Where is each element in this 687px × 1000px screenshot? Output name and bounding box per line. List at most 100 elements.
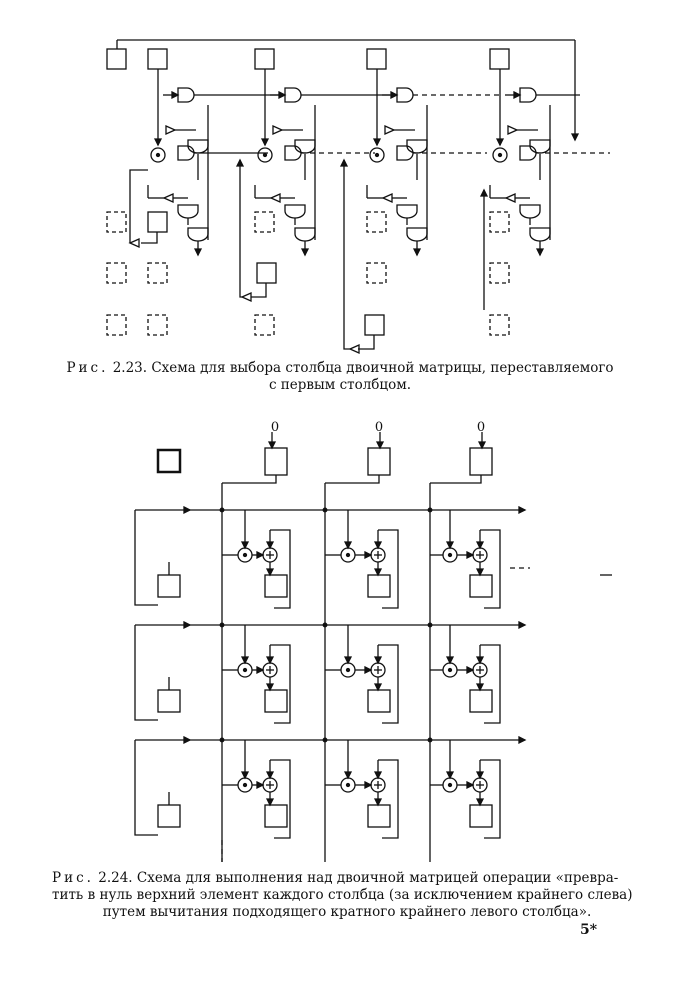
amplifier-triangle-icon (504, 192, 516, 204)
multiply-node-icon (150, 147, 166, 163)
multiply-node-icon (492, 147, 508, 163)
and-gate-icon (284, 204, 306, 219)
and-gate-icon (396, 87, 414, 103)
arrow-head-icon (475, 568, 485, 577)
register-box (469, 447, 493, 476)
wire (134, 510, 158, 606)
arrow-head-icon (265, 798, 275, 807)
register-box (147, 48, 168, 70)
arrow-head-icon (535, 248, 545, 257)
empty-register-box (489, 211, 510, 233)
register-box (157, 804, 181, 828)
wire (141, 232, 158, 244)
arrow-head-icon (343, 541, 353, 550)
and-gate-icon (177, 87, 195, 103)
empty-register-box (366, 262, 387, 284)
wire (480, 644, 501, 724)
and-gate-icon (519, 145, 537, 161)
figure-label: Рис. (66, 360, 109, 376)
empty-register-box (106, 211, 127, 233)
wire (378, 759, 399, 839)
arrow-head-icon (495, 138, 505, 147)
arrow-head-icon (373, 541, 383, 550)
input-zero-label: 0 (271, 420, 279, 435)
wire (239, 160, 242, 298)
and-gate-icon (396, 204, 418, 219)
dot-icon (345, 667, 351, 673)
arrow-head-icon (390, 90, 399, 100)
amplifier-triangle-icon (272, 124, 284, 136)
arrow-head-icon (375, 441, 385, 450)
arrow-head-icon (265, 771, 275, 780)
arrow-head-icon (260, 138, 270, 147)
arrow-head-icon (183, 505, 192, 515)
register-box (367, 574, 391, 598)
arrow-head-icon (373, 771, 383, 780)
multiply-node-icon (257, 147, 273, 163)
input-zero-label: 0 (477, 420, 485, 435)
register-box (469, 574, 493, 598)
register-box (469, 689, 493, 713)
arrow-head-icon (278, 90, 287, 100)
junction-dot-icon (427, 737, 433, 743)
arrow-head-icon (183, 735, 192, 745)
register-box (469, 804, 493, 828)
register-box (489, 48, 510, 70)
register-box (264, 804, 288, 828)
arrow-head-icon (518, 620, 527, 630)
empty-register-box (254, 314, 275, 336)
figure-2-23-diagram (106, 39, 610, 355)
arrow-head-icon (373, 683, 383, 692)
arrow-head-icon (445, 656, 455, 665)
and-gate-icon (396, 145, 414, 161)
register-box (264, 447, 288, 476)
amplifier-triangle-icon (162, 192, 174, 204)
wire (430, 475, 482, 484)
empty-register-box (147, 314, 168, 336)
leading-register-box (156, 448, 182, 474)
arrow-head-icon (466, 550, 475, 560)
junction-dot-icon (219, 622, 225, 628)
wire (222, 475, 277, 484)
wire (480, 759, 501, 839)
arrow-head-icon (240, 656, 250, 665)
arrow-head-icon (265, 656, 275, 665)
amplifier-triangle-icon (165, 124, 177, 136)
arrow-head-icon (153, 138, 163, 147)
and-gate-icon (177, 145, 195, 161)
register-box (157, 689, 181, 713)
arrow-head-icon (373, 798, 383, 807)
and-gate-icon (294, 227, 316, 242)
wire (378, 529, 399, 609)
arrow-head-icon (373, 656, 383, 665)
arrow-head-icon (265, 683, 275, 692)
arrow-head-icon (445, 771, 455, 780)
empty-register-box (489, 314, 510, 336)
and-gate-icon (529, 227, 551, 242)
caption-line: с первым столбцом. (268, 377, 412, 393)
register-box (147, 211, 168, 233)
and-gate-icon (284, 145, 302, 161)
wire (378, 644, 399, 724)
caption-line: 2.24. Схема для выполнения над двоичной … (98, 870, 619, 886)
dot-icon (374, 152, 380, 158)
junction-dot-icon (219, 737, 225, 743)
arrow-head-icon (475, 541, 485, 550)
arrow-head-icon (240, 771, 250, 780)
arrow-head-icon (300, 248, 310, 257)
wire (270, 759, 291, 839)
register-box (364, 314, 385, 336)
empty-register-box (366, 211, 387, 233)
register-box (264, 689, 288, 713)
arrow-head-icon (193, 248, 203, 257)
figure-2-23-caption: Рис. 2.23. Схема для выбора столбца двои… (60, 360, 620, 394)
and-gate-icon (284, 87, 302, 103)
and-gate-icon (519, 204, 541, 219)
arrow-head-icon (513, 90, 522, 100)
register-box (367, 447, 391, 476)
wire (129, 169, 148, 243)
junction-dot-icon (427, 622, 433, 628)
junction-dot-icon (219, 507, 225, 513)
input-zero-label: 0 (375, 420, 383, 435)
